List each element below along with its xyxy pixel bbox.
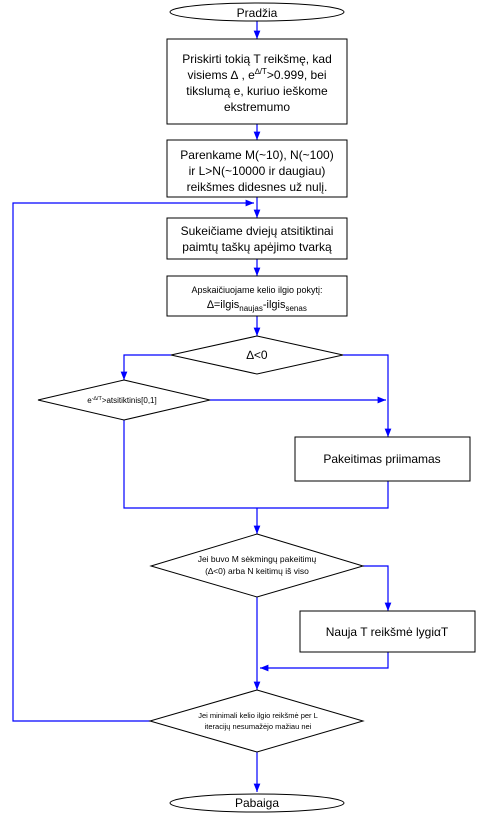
step2-box [166, 139, 348, 198]
arrow-decision1-accept [343, 354, 392, 437]
step1-line4: ekstremumo [224, 100, 290, 114]
accept-box [294, 436, 471, 482]
step1-line1: Priskirti tokią T reikšmę, kad [182, 52, 332, 66]
decision4-diamond [148, 689, 365, 753]
line-decision2-merge [123, 420, 257, 509]
arrow-decision1-decision2 [120, 354, 171, 380]
step2-line1: Parenkame M(~10), N(~100) [180, 148, 333, 162]
step1-line2: visiems ∆ , e∆/T>0.999, bei [187, 67, 326, 82]
step4-box [166, 275, 348, 317]
loop-back-arrow [12, 199, 254, 722]
decision1-label: ∆<0 [246, 348, 267, 362]
step1-line3: tikslumą e, kuriuo ieškome [186, 84, 328, 98]
step3-line2: paimtų taškų apėjimo tvarką [182, 240, 332, 254]
step4-line1: Apskaičiuojame kelio ilgio pokytį: [191, 285, 322, 295]
newT-box [299, 610, 476, 653]
step3-line1: Sukeičiame dviejų atsitiktinai [181, 224, 334, 238]
arrow-newT-merge [260, 652, 389, 672]
step2-line2: ir L>N(~10000 ir daugiau) [189, 164, 326, 178]
step3-box [166, 217, 348, 260]
end-label: Pabaiga [235, 796, 279, 810]
decision4-line1: Jei minimali kelio ilgio reikšmė per L [198, 711, 318, 720]
decision2-label: e-∆/T>atsitiktinis[0,1] [87, 396, 156, 405]
start-label: Pradžia [237, 6, 278, 20]
arrow-decision3-newT [363, 565, 392, 611]
line-accept-merge [257, 481, 389, 509]
decision3-line1: Jei buvo M sėkmingų pakeitimų [198, 554, 317, 564]
decision3-line2: (∆<0) arba N keitimų iš viso [205, 566, 309, 576]
decision1-diamond [170, 335, 344, 375]
decision3-diamond [149, 533, 365, 598]
step4-line2: ∆=ilgisnaujas-ilgissenas [207, 299, 307, 313]
step2-line3: reikšmes didesnes už nulį. [187, 180, 328, 194]
accept-label: Pakeitimas priimamas [323, 452, 440, 466]
newT-label: Nauja T reikšmė lygiαT [326, 625, 449, 639]
end-terminator [169, 793, 345, 813]
step1-box [166, 38, 348, 125]
start-terminator [169, 2, 345, 22]
decision2-diamond [37, 379, 211, 421]
decision4-line2: iteracijų nesumažėjo mažiau nei [205, 722, 312, 731]
connectors [12, 21, 392, 792]
